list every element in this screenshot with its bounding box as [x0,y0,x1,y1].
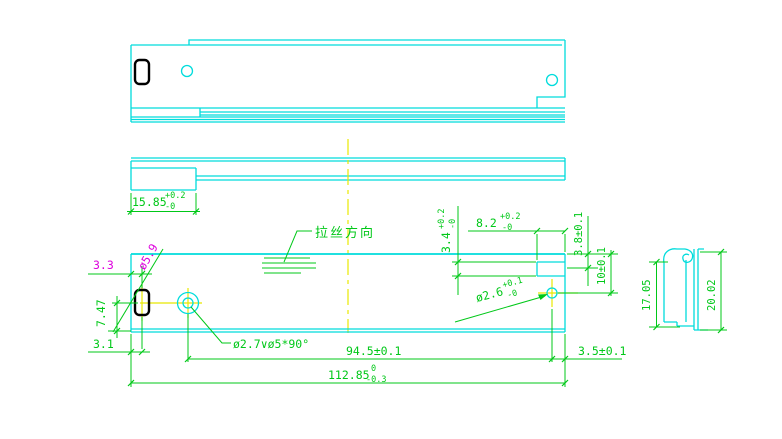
tab-width-tol-minus: -0 [165,202,175,212]
dimension-ticks-end [653,248,725,334]
slot-center-height-group: 7.47 [94,299,108,327]
dimension-ticks-tab [127,208,200,215]
top-view [130,39,566,123]
counterbore-note-text: ø2.7∨ø5*90° [233,337,309,351]
main-view-right-hole [546,287,558,299]
brush-direction-text: 拉丝方向 [315,225,375,241]
counterbore-outer-circle [176,291,200,315]
centerlines [140,139,578,333]
hole-spacing-text: 94.5±0.1 [346,344,401,358]
main-view-dimensions: 3.3 ø5.9 7.47 3.1 ø2.7∨ø5*90° 拉丝方向 3.4 +… [88,206,627,387]
end-view-extension-lines [649,251,727,331]
step-height-text: 3.8±0.1 [573,212,585,256]
overall-length-tol-plus: 0 [371,364,376,374]
overall-length-tol-minus: -0.3 [366,375,386,385]
leader-arrowhead [538,294,548,300]
step-depth-group: 3.4 +0.2 -0 [437,209,458,253]
middle-view: 15.85 +0.2 -0 [127,157,566,215]
tab-width-tol-plus: +0.2 [165,191,185,201]
end-view-dim-lines [656,252,722,330]
profile-inner-height-group: 17.05 [641,279,653,311]
slot-center-offset-text: 3.3 [93,258,114,272]
profile-outer-height-group: 20.02 [706,279,718,311]
slot-hole-centerlines [140,279,578,321]
hole-diameter-tol-minus: -0 [506,288,518,300]
step-depth-tol-plus: +0.2 [437,209,447,229]
extension-lines [108,234,618,387]
top-view-outline [130,39,566,123]
notch-width-value: 8.2 [476,216,497,230]
hole-diameter-value: ø2.6 [474,284,504,305]
slot-diameter-text: ø5.9 [135,241,161,272]
top-view-slot [133,58,151,86]
tab-width-value: 15.85 [132,195,167,209]
step-depth-tol-minus: -0 [448,219,458,229]
hole-from-top-text: 10±0.1 [596,247,608,285]
slot-diameter-text-group: ø5.9 [135,241,161,272]
slot-diameter-leader [112,248,164,333]
slot-center-height-text: 7.47 [94,299,108,327]
profile-inner-height-text: 17.05 [641,279,653,311]
dimension-lines [88,206,622,384]
notch-width-tol-minus: -0 [502,223,512,233]
end-view: 17.05 20.02 [641,248,727,334]
counterbore-inner-circle [182,297,194,309]
step-depth-value: 3.4 [439,232,453,253]
dimension-ticks-main [113,227,615,387]
profile-outer-height-text: 20.02 [706,279,718,311]
top-view-right-hole [545,73,559,87]
notch-width-tol-plus: +0.2 [500,212,520,222]
counterbore-leader [190,306,231,344]
end-view-profile [663,248,708,331]
hole-diameter-group: ø2.6 +0.1 -0 [474,276,524,305]
hole-diameter-leader [454,295,546,323]
brush-direction-leader [283,230,312,263]
hole-to-edge-text: 3.5±0.1 [578,344,627,358]
hole-from-top-group: 10±0.1 [596,247,608,285]
overall-length-value: 112.85 [328,368,370,382]
step-height-group: 3.8±0.1 [573,212,585,256]
surface-finish-hatch [262,257,316,274]
slot-bottom-offset-text: 3.1 [93,337,114,351]
top-view-left-hole [180,64,194,78]
